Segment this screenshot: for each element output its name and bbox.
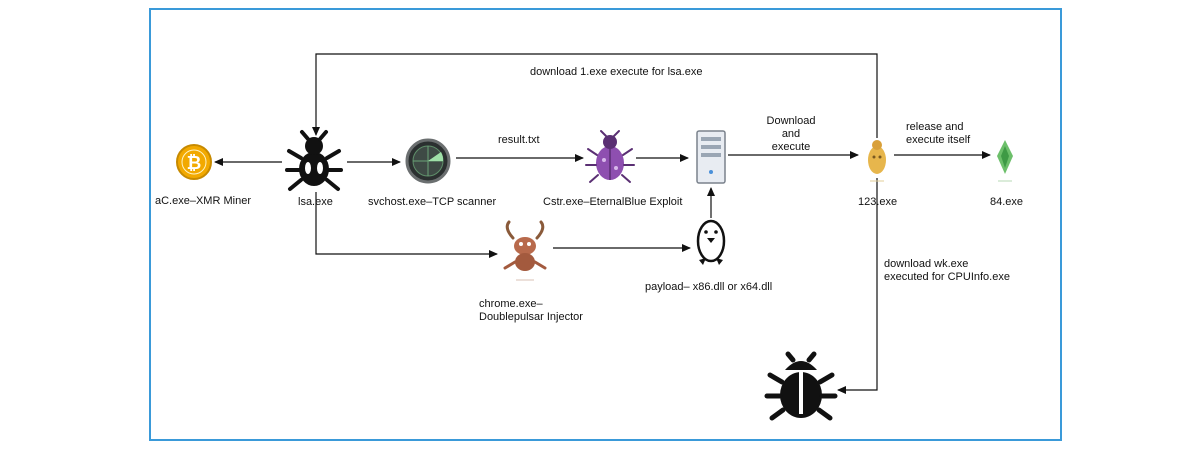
payload-label: payload– x86.dll or x64.dll <box>645 281 773 293</box>
release-line-2: execute itself <box>906 134 971 146</box>
scanner-label: svchost.exe–TCP scanner <box>368 196 497 208</box>
wk-line-1: download wk.exe <box>884 258 969 270</box>
black-bug-icon <box>764 351 838 421</box>
edge-123-to-bottom-bug <box>837 178 878 394</box>
injector-line-2: Doublepulsar Injector <box>479 311 583 323</box>
download-line-1: Download <box>766 115 816 127</box>
svg-text:₿: ₿ <box>187 153 202 174</box>
edge-lsa-to-injector <box>315 192 498 258</box>
black-bug-icon <box>285 130 343 191</box>
penguin-icon <box>696 219 726 265</box>
horned-creature-icon <box>503 220 547 281</box>
miner-label: aC.exe–XMR Miner <box>155 195 251 207</box>
dropper-label: 123.exe <box>858 196 898 208</box>
top-loop-label: download 1.exe execute for lsa.exe <box>530 66 703 78</box>
download-line-2: and <box>781 128 801 140</box>
injector-line-1: chrome.exe– <box>479 298 543 310</box>
download-line-3: execute <box>771 141 811 153</box>
edge-top-loop <box>312 53 878 138</box>
diagram-frame <box>149 8 1062 441</box>
bitcoin-coin-icon: ₿ <box>176 144 212 180</box>
radar-scanner-icon <box>405 138 451 184</box>
lsa-label: lsa.exe <box>298 196 333 208</box>
green-figure-icon <box>997 140 1013 182</box>
connectors <box>214 53 991 394</box>
server-tower-icon <box>696 130 726 184</box>
wk-line-2: executed for CPUInfo.exe <box>884 271 1010 283</box>
injector-label: chrome.exe– Doublepulsar Injector <box>479 298 583 324</box>
purple-bug-icon <box>585 130 635 183</box>
release-line-1: release and <box>906 121 964 133</box>
golden-figure-icon <box>868 140 886 182</box>
wk-label: download wk.exe executed for CPUInfo.exe <box>884 258 1010 284</box>
download-execute-label: Download and execute <box>762 115 820 154</box>
final-label: 84.exe <box>990 196 1024 208</box>
release-label: release and execute itself <box>906 121 970 147</box>
exploit-label: Cstr.exe–EternalBlue Exploit <box>543 196 683 208</box>
result-label: result.txt <box>498 134 540 146</box>
